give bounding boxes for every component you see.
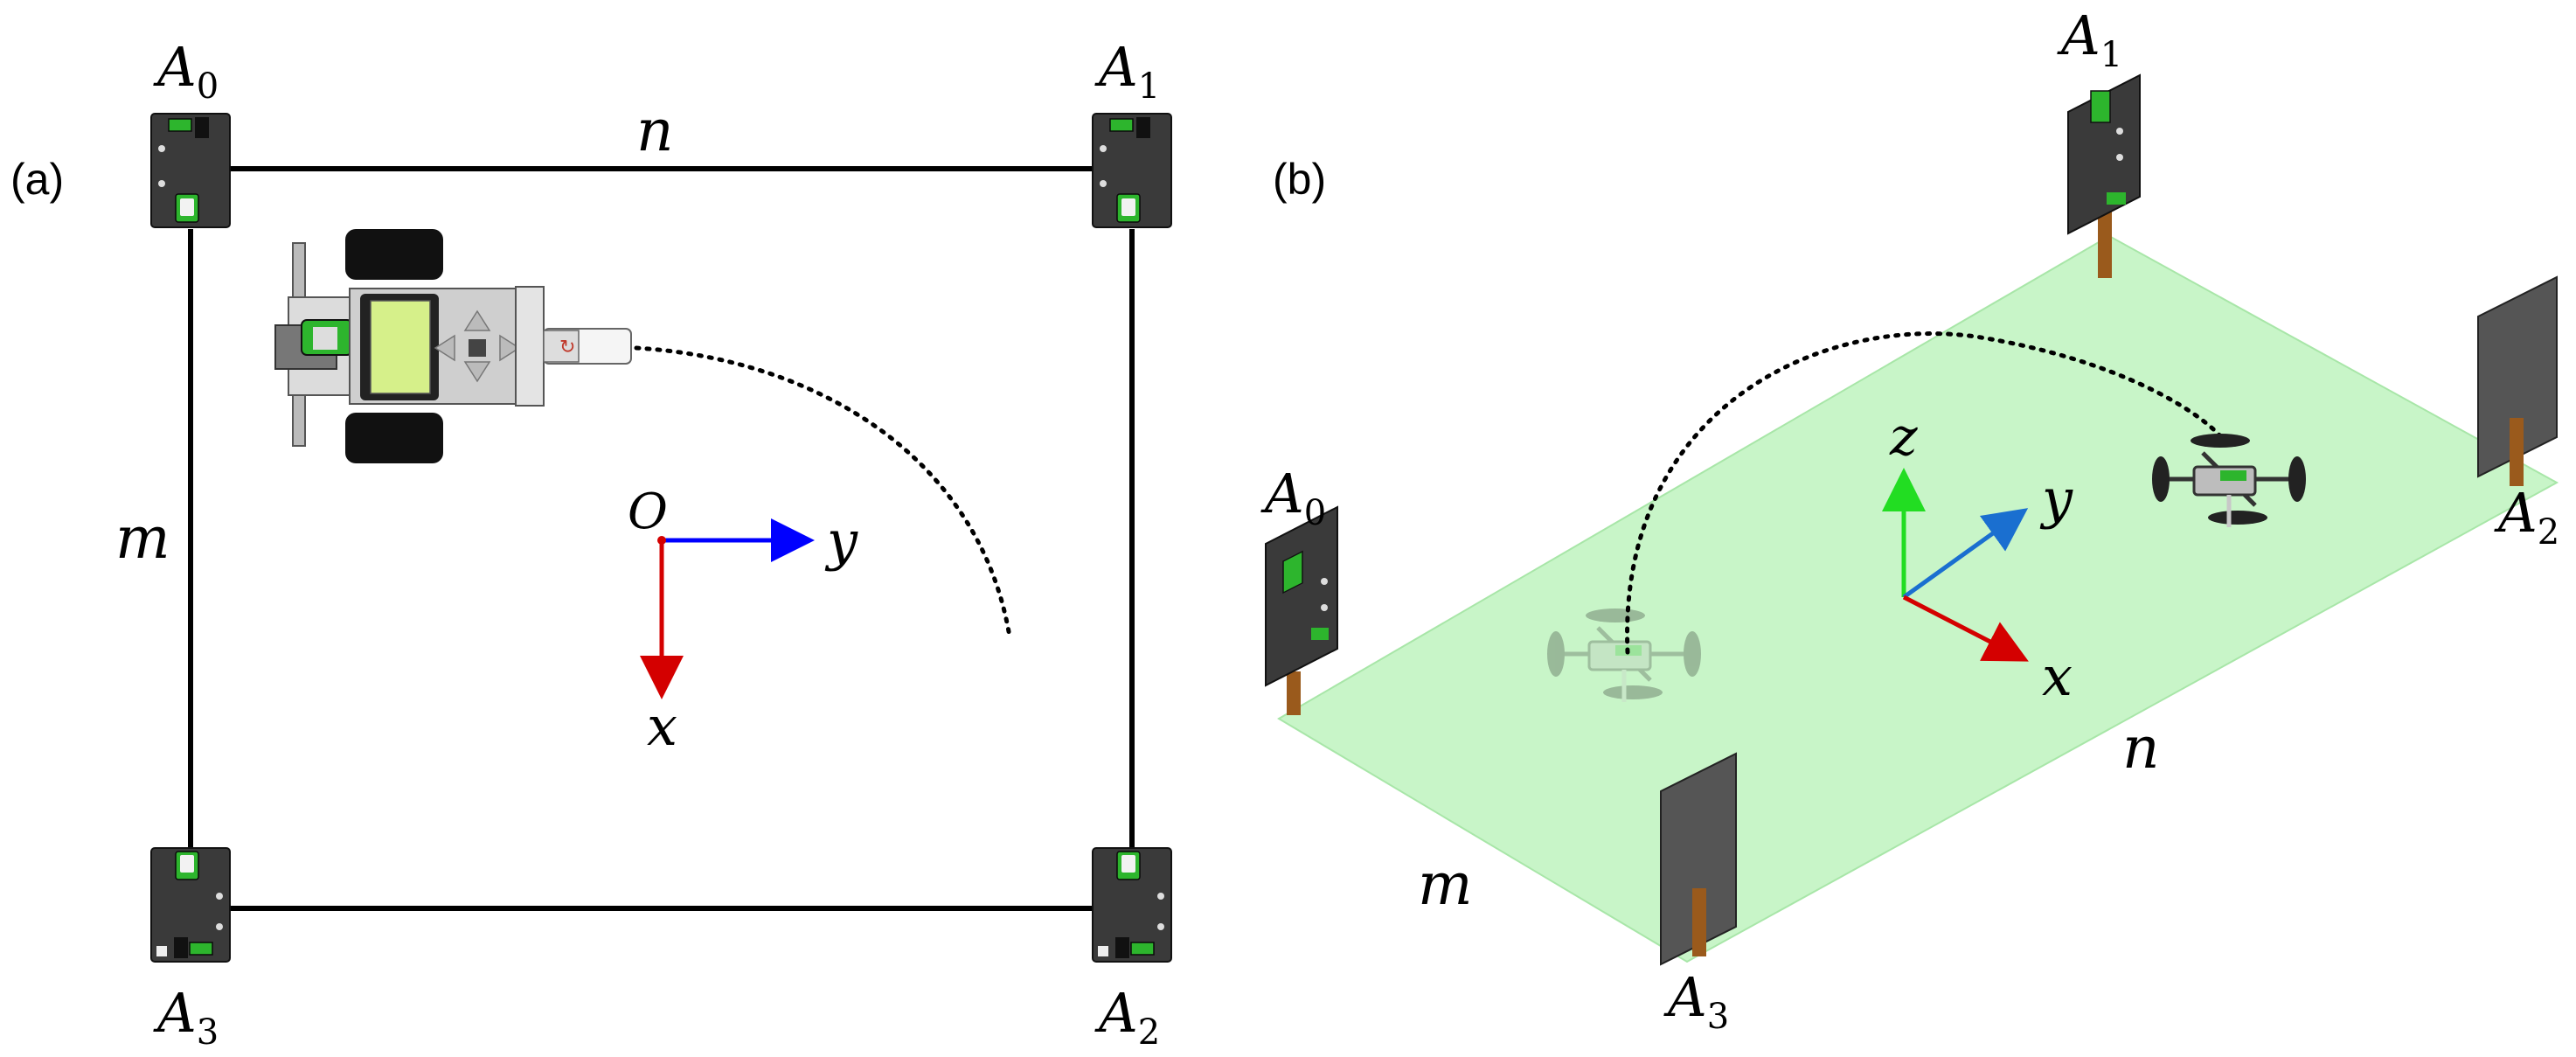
panel-b-label: (b) <box>1273 155 1326 204</box>
panel-a-label: (a) <box>10 155 64 204</box>
label-a3: A3 <box>153 981 219 1053</box>
origin-label: O <box>628 483 668 540</box>
robot-trajectory <box>634 345 1012 639</box>
floor-plane <box>1277 234 2559 963</box>
panel-a-axes: O y x <box>628 483 858 758</box>
side-label-n: n <box>636 97 674 164</box>
panel-b-axes: z y x <box>1882 407 2073 708</box>
label-b-a0: A0 <box>1260 462 1326 533</box>
anchor-a1-3d <box>2067 73 2141 278</box>
axis-b-y-label: y <box>2039 467 2073 531</box>
anchor-a0-board <box>150 113 231 228</box>
label-b-a1: A1 <box>2057 3 2122 75</box>
robot: ↻ <box>274 229 632 463</box>
anchor-a1-board <box>1092 113 1172 228</box>
drone-trajectory <box>1625 331 2230 655</box>
label-b-a2: A2 <box>2494 481 2559 553</box>
label-b-a3: A3 <box>1663 965 1729 1037</box>
panel-a-boundary <box>188 166 1135 911</box>
anchor-a3-board <box>150 847 231 963</box>
label-a0: A0 <box>153 35 219 107</box>
axis-b-x-label: x <box>2042 644 2073 708</box>
axis-b-z-label: z <box>1889 407 1918 468</box>
label-a1: A1 <box>1094 35 1160 107</box>
side-label-b-m: m <box>1418 851 1473 918</box>
side-label-b-n: n <box>2122 714 2160 782</box>
panel-b: (b) <box>1260 3 2559 1037</box>
side-label-m: m <box>115 504 170 572</box>
anchor-a2-board <box>1092 847 1172 963</box>
axis-x-label: x <box>647 694 677 758</box>
axis-y-label: y <box>824 509 858 573</box>
label-a2: A2 <box>1094 981 1160 1053</box>
anchor-a2-3d <box>2477 275 2558 486</box>
anchor-a0-3d <box>1265 505 1338 715</box>
svg-text:↻: ↻ <box>559 337 575 358</box>
panel-a: (a) A0 A1 A2 A3 n m <box>10 35 1172 1053</box>
anchor-a3-3d <box>1660 752 1737 966</box>
